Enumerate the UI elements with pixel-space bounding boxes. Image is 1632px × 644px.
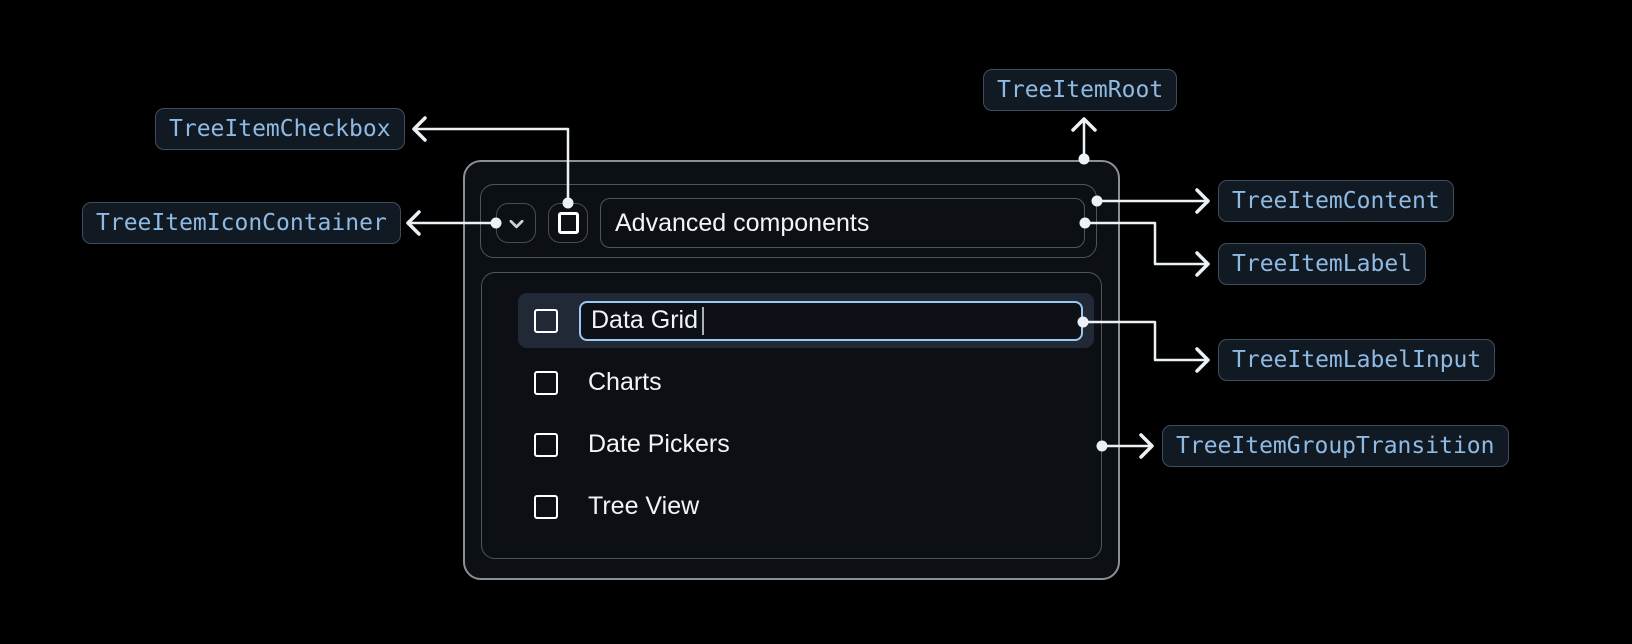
tree-row-data-grid[interactable]: Data Grid	[518, 293, 1094, 348]
annotation-tree-item-root: TreeItemRoot	[983, 69, 1178, 111]
arrowhead-left	[406, 210, 421, 236]
arrowhead-right	[1195, 347, 1210, 373]
checkbox-unchecked-icon	[557, 212, 579, 234]
tree-item-root	[463, 160, 1120, 580]
checkbox-unchecked-icon[interactable]	[534, 432, 558, 457]
annotation-tree-item-content: TreeItemContent	[1218, 180, 1454, 222]
tree-row-label: Date Pickers	[588, 430, 730, 458]
annotation-tree-item-label: TreeItemLabel	[1218, 243, 1427, 285]
label-input-text: Data Grid	[591, 306, 698, 334]
tree-row-charts[interactable]: Charts	[518, 355, 1094, 410]
annotation-tree-item-icon-container: TreeItemIconContainer	[82, 202, 401, 244]
annotation-tree-item-checkbox: TreeItemCheckbox	[155, 108, 405, 150]
arrowhead-left	[412, 116, 427, 142]
checkbox-unchecked-icon[interactable]	[534, 308, 558, 333]
tree-item-group-transition	[481, 272, 1102, 559]
annotation-tree-item-label-input: TreeItemLabelInput	[1218, 339, 1496, 381]
checkbox-unchecked-icon[interactable]	[534, 494, 558, 519]
tree-item-label[interactable]: Advanced components	[600, 198, 1085, 248]
chevron-down-icon	[509, 219, 523, 228]
tree-row-label: Tree View	[588, 492, 700, 520]
checkbox-unchecked-icon[interactable]	[534, 370, 558, 395]
tree-item-label-input[interactable]: Data Grid	[579, 300, 1083, 341]
parent-label-text: Advanced components	[615, 208, 870, 237]
arrowhead-right	[1195, 188, 1210, 214]
tree-row-label: Charts	[588, 368, 662, 396]
arrowhead-right	[1195, 251, 1210, 277]
text-cursor	[701, 306, 705, 335]
tree-row-tree-view[interactable]: Tree View	[518, 479, 1094, 534]
tree-item-checkbox[interactable]	[548, 203, 588, 243]
annotation-tree-item-group-transition: TreeItemGroupTransition	[1162, 425, 1509, 467]
arrowhead-up	[1071, 117, 1097, 132]
tree-item-content[interactable]	[480, 184, 1097, 258]
tree-row-date-pickers[interactable]: Date Pickers	[518, 417, 1094, 472]
tree-item-icon-container[interactable]	[496, 203, 536, 243]
arrowhead-right	[1139, 433, 1154, 459]
